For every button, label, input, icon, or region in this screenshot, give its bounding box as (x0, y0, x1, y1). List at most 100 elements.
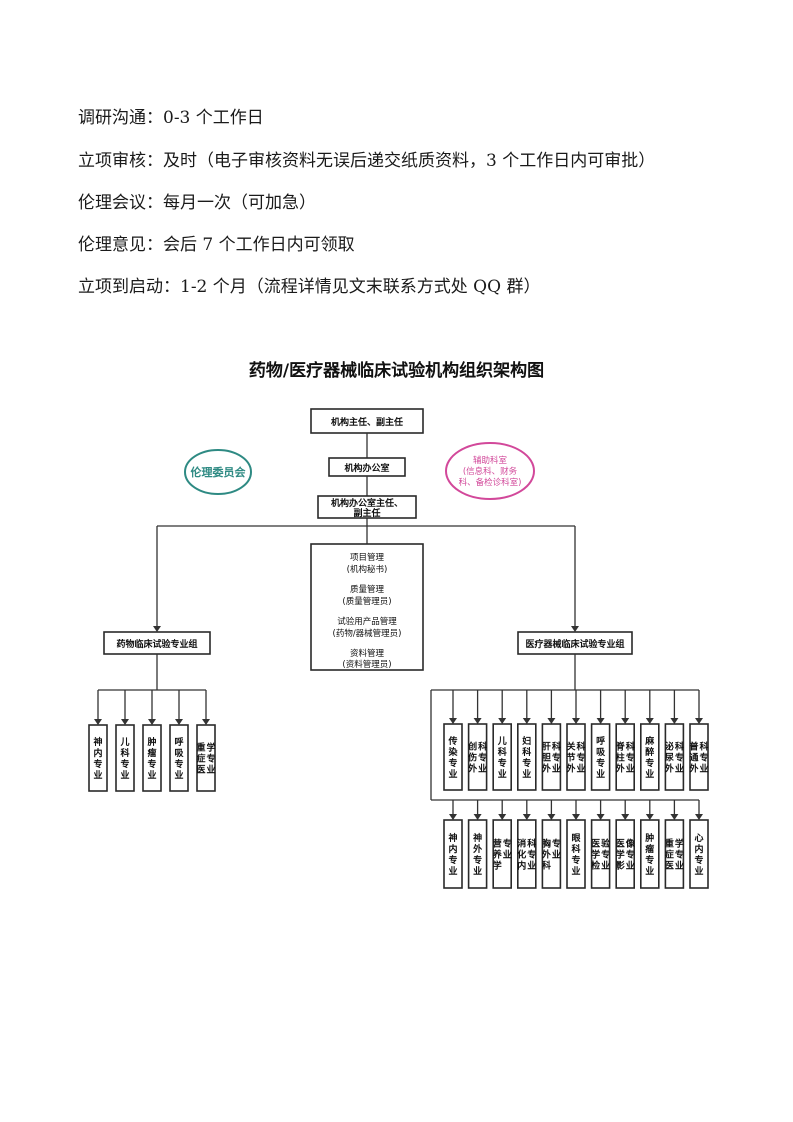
management-box: 项目管理 (机构秘书) 质量管理 (质量管理员) 试验用产品管理 (药物/器械管… (310, 543, 424, 671)
director-node: 机构主任、副主任 (310, 408, 424, 434)
svg-text:专: 专 (675, 849, 684, 861)
svg-text:肿: 肿 (645, 832, 654, 844)
svg-text:学: 学 (675, 838, 684, 850)
svg-text:化: 化 (517, 849, 526, 861)
svg-text:重: 重 (196, 742, 205, 754)
svg-text:科: 科 (552, 741, 561, 753)
svg-text:神: 神 (93, 736, 102, 748)
svg-text:专: 专 (626, 849, 635, 861)
svg-text:瘤: 瘤 (645, 843, 654, 855)
svg-text:业: 业 (120, 769, 129, 781)
svg-text:科: 科 (626, 741, 635, 753)
svg-text:外: 外 (688, 763, 698, 775)
svg-text:专: 专 (694, 854, 703, 866)
info-line-startup: 立项到启动：1-2 个月（流程详情见文末联系方式处 QQ 群） (78, 277, 541, 297)
svg-text:专: 专 (601, 849, 610, 861)
svg-text:专: 专 (478, 752, 487, 764)
mgmt-item-docs: 资料管理 (350, 648, 385, 659)
svg-text:儿: 儿 (119, 737, 129, 748)
svg-text:业: 业 (147, 769, 156, 781)
svg-text:业: 业 (699, 763, 708, 775)
svg-text:症: 症 (196, 753, 205, 765)
ethics-committee-label: 伦理委员会 (191, 465, 247, 479)
svg-text:验: 验 (601, 838, 611, 850)
svg-text:医: 医 (196, 765, 205, 776)
svg-text:业: 业 (174, 769, 183, 781)
svg-text:检: 检 (591, 860, 600, 872)
svg-text:肝: 肝 (542, 742, 551, 753)
mgmt-item-quality: 质量管理 (350, 584, 385, 595)
svg-text:专: 专 (645, 757, 654, 769)
svg-text:业: 业 (448, 865, 457, 877)
svg-text:科: 科 (120, 747, 129, 759)
svg-text:肿: 肿 (147, 736, 156, 748)
svg-text:心: 心 (694, 833, 703, 844)
svg-text:专: 专 (174, 758, 183, 770)
svg-text:科: 科 (675, 741, 684, 753)
svg-text:专: 专 (571, 854, 580, 866)
svg-text:学: 学 (591, 849, 600, 861)
mgmt-role-product: (药物/器械管理员) (333, 628, 402, 639)
svg-text:节: 节 (566, 752, 575, 764)
info-line-approval: 立项审核：及时（电子审核资料无误后递交纸质资料，3 个工作日内可审批） (78, 151, 656, 171)
svg-text:消: 消 (517, 838, 526, 850)
aux-label-1: 辅助科室 (473, 455, 508, 466)
svg-text:醉: 醉 (645, 746, 654, 758)
svg-text:业: 业 (498, 768, 507, 780)
svg-text:影: 影 (616, 861, 625, 872)
svg-text:业: 业 (596, 768, 605, 780)
svg-text:外: 外 (541, 763, 551, 775)
svg-text:通: 通 (689, 752, 698, 764)
mgmt-item-project: 项目管理 (350, 552, 385, 563)
info-line-ethics-meeting: 伦理会议：每月一次（可加急） (78, 193, 316, 213)
org-chart-title: 药物/医疗器械临床试验机构组织架构图 (248, 361, 545, 381)
svg-text:科: 科 (571, 843, 580, 855)
mgmt-role-project: (机构秘书) (347, 564, 388, 575)
svg-text:专: 专 (93, 758, 102, 770)
svg-text:营: 营 (493, 838, 502, 850)
svg-text:专: 专 (576, 752, 585, 764)
svg-text:科: 科 (576, 741, 585, 753)
drug-group-label: 药物临床试验专业组 (116, 638, 197, 650)
svg-text:业: 业 (448, 768, 457, 780)
svg-text:专: 专 (522, 757, 531, 769)
svg-text:学: 学 (616, 849, 625, 861)
svg-text:业: 业 (552, 763, 561, 775)
svg-text:染: 染 (447, 746, 458, 758)
svg-text:专: 专 (473, 854, 482, 866)
svg-text:科: 科 (699, 741, 708, 753)
info-line-research: 调研沟通：0-3 个工作日 (78, 108, 264, 128)
svg-text:业: 业 (694, 865, 703, 877)
svg-text:专: 专 (498, 757, 507, 769)
svg-text:专: 专 (448, 757, 457, 769)
svg-text:业: 业 (552, 849, 561, 861)
device-group-node: 医疗器械临床试验专业组 (517, 631, 633, 655)
svg-text:科: 科 (527, 838, 536, 850)
svg-text:专: 专 (120, 758, 129, 770)
svg-text:内: 内 (517, 860, 526, 872)
svg-text:医: 医 (665, 861, 674, 872)
svg-text:业: 业 (576, 763, 585, 775)
svg-text:专: 专 (552, 752, 561, 764)
svg-text:关: 关 (566, 741, 575, 753)
svg-text:业: 业 (503, 849, 512, 861)
office-head-node: 机构办公室主任、 副主任 (317, 495, 417, 519)
svg-text:神: 神 (473, 832, 482, 844)
office-label: 机构办公室 (344, 462, 389, 474)
